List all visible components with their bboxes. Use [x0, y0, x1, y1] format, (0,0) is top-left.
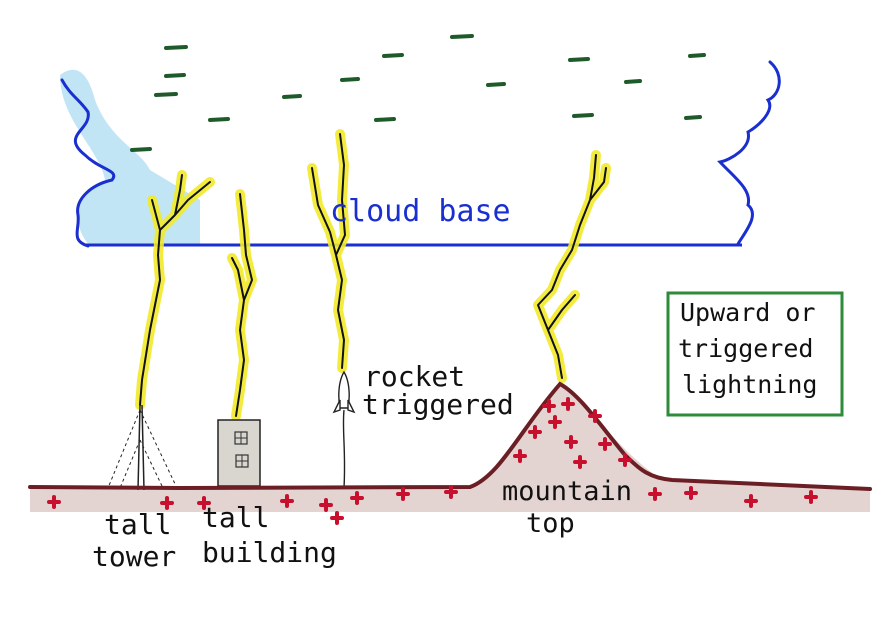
tall-tower [107, 404, 177, 491]
rocket-label-line1: rocket [364, 360, 466, 393]
building-label-line2: building [202, 536, 337, 569]
ground-positive-charges [47, 397, 818, 525]
cloud-negative-charges [130, 34, 706, 152]
cloud-base-label: cloud base [330, 194, 511, 229]
tower-label-line2: tower [92, 540, 177, 573]
rocket [332, 370, 356, 489]
cloud-outline-right [717, 60, 781, 246]
lightning-rocket [307, 129, 350, 373]
lightning-tower [135, 170, 215, 410]
mountain-label-line1: mountain [502, 476, 633, 507]
building-label-line1: tall [202, 501, 270, 534]
tower-label-line1: tall [104, 508, 172, 541]
cloud-shading [60, 69, 200, 246]
cloud-outline [60, 78, 116, 248]
mountain-label-line2: top [526, 508, 575, 539]
tall-building [217, 419, 261, 487]
label-box [666, 291, 844, 417]
box-label-line1: Upward or [680, 298, 816, 327]
box-label-line2: triggered [678, 334, 814, 363]
lightning-mountain [533, 150, 611, 383]
ground-line [28, 381, 872, 491]
rocket-label-line2: triggered [362, 388, 514, 421]
box-label-line3: lightning [682, 370, 818, 399]
lightning-building [227, 189, 257, 421]
